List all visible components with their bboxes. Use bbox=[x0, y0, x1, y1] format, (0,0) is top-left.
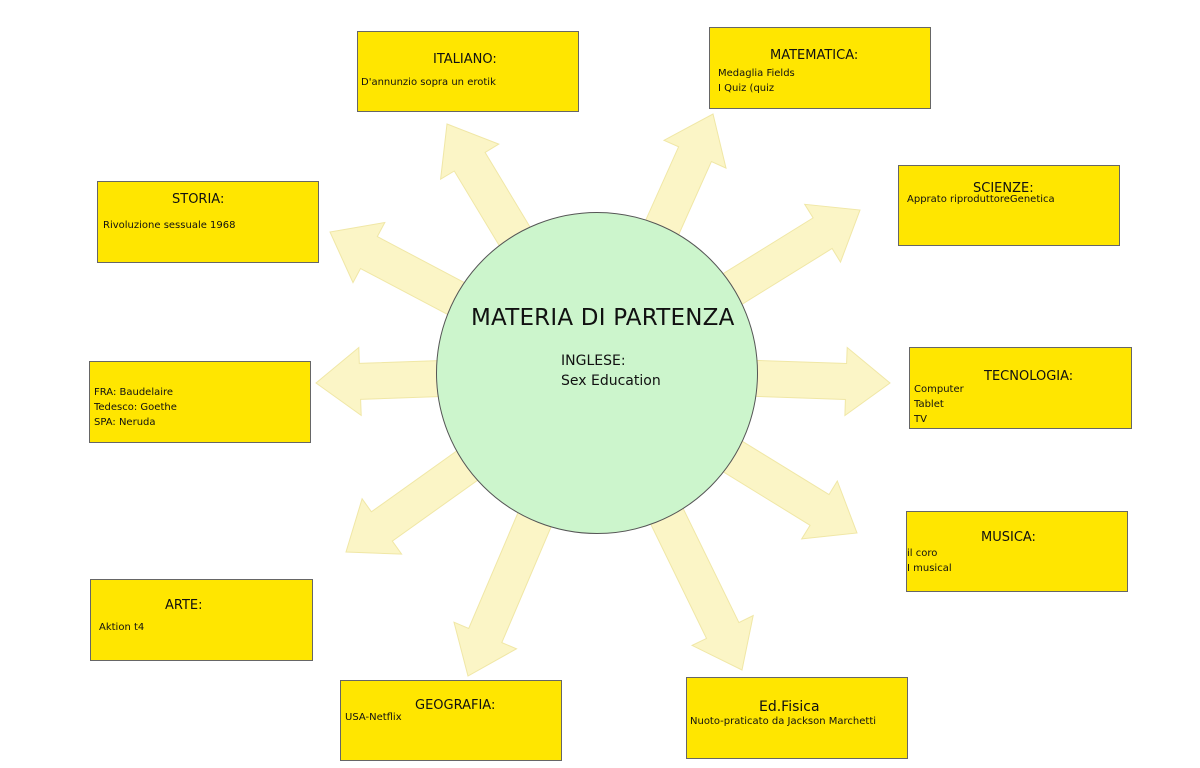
box-line: SPA: Neruda bbox=[94, 417, 156, 428]
box-scienze: SCIENZE: Apprato riproduttoreGenetica bbox=[898, 165, 1120, 246]
box-arte: ARTE: Aktion t4 bbox=[90, 579, 313, 661]
box-line: D'annunzio sopra un erotik bbox=[361, 77, 496, 88]
box-line: USA-Netflix bbox=[345, 712, 402, 723]
box-line: FRA: Baudelaire bbox=[94, 387, 174, 398]
box-title: MATEMATICA: bbox=[770, 48, 859, 63]
box-line: TV bbox=[914, 414, 927, 425]
box-title: MUSICA: bbox=[981, 530, 1036, 545]
box-line: Tedesco: Goethe bbox=[94, 402, 177, 413]
box-line: Medaglia Fields bbox=[718, 68, 795, 79]
center-topic: Sex Education bbox=[561, 373, 661, 389]
center-circle: MATERIA DI PARTENZA INGLESE: Sex Educati… bbox=[436, 212, 758, 534]
box-title: STORIA: bbox=[172, 192, 225, 207]
box-musica: MUSICA: il coro I musical bbox=[906, 511, 1128, 592]
box-line: I Quiz (quiz bbox=[718, 83, 775, 94]
box-title: SCIENZE: bbox=[973, 181, 1034, 196]
box-matematica: MATEMATICA: Medaglia Fields I Quiz (quiz bbox=[709, 27, 931, 109]
center-title: MATERIA DI PARTENZA bbox=[471, 305, 735, 331]
box-line: Computer bbox=[914, 384, 964, 395]
box-geografia: GEOGRAFIA: USA-Netflix bbox=[340, 680, 562, 761]
box-title: GEOGRAFIA: bbox=[415, 698, 496, 713]
box-line: Rivoluzione sessuale 1968 bbox=[103, 220, 236, 231]
box-title: ARTE: bbox=[165, 598, 203, 613]
box-line: il coro bbox=[907, 548, 938, 559]
box-title: TECNOLOGIA: bbox=[984, 369, 1074, 384]
box-line: Tablet bbox=[914, 399, 944, 410]
box-lingue: FRA: Baudelaire Tedesco: Goethe SPA: Ner… bbox=[89, 361, 311, 443]
box-line: Nuoto-praticato da Jackson Marchetti bbox=[690, 716, 877, 727]
center-subject: INGLESE: bbox=[561, 353, 626, 369]
box-italiano: ITALIANO: D'annunzio sopra un erotik bbox=[357, 31, 579, 112]
box-edfisica: Ed.Fisica Nuoto-praticato da Jackson Mar… bbox=[686, 677, 908, 759]
box-line: Apprato riproduttoreGenetica bbox=[907, 194, 1055, 205]
box-line: Aktion t4 bbox=[99, 622, 145, 633]
box-title: ITALIANO: bbox=[433, 52, 497, 67]
box-storia: STORIA: Rivoluzione sessuale 1968 bbox=[97, 181, 319, 263]
box-tecnologia: TECNOLOGIA: Computer Tablet TV bbox=[909, 347, 1132, 429]
box-title: Ed.Fisica bbox=[759, 699, 820, 715]
box-line: I musical bbox=[907, 563, 952, 574]
